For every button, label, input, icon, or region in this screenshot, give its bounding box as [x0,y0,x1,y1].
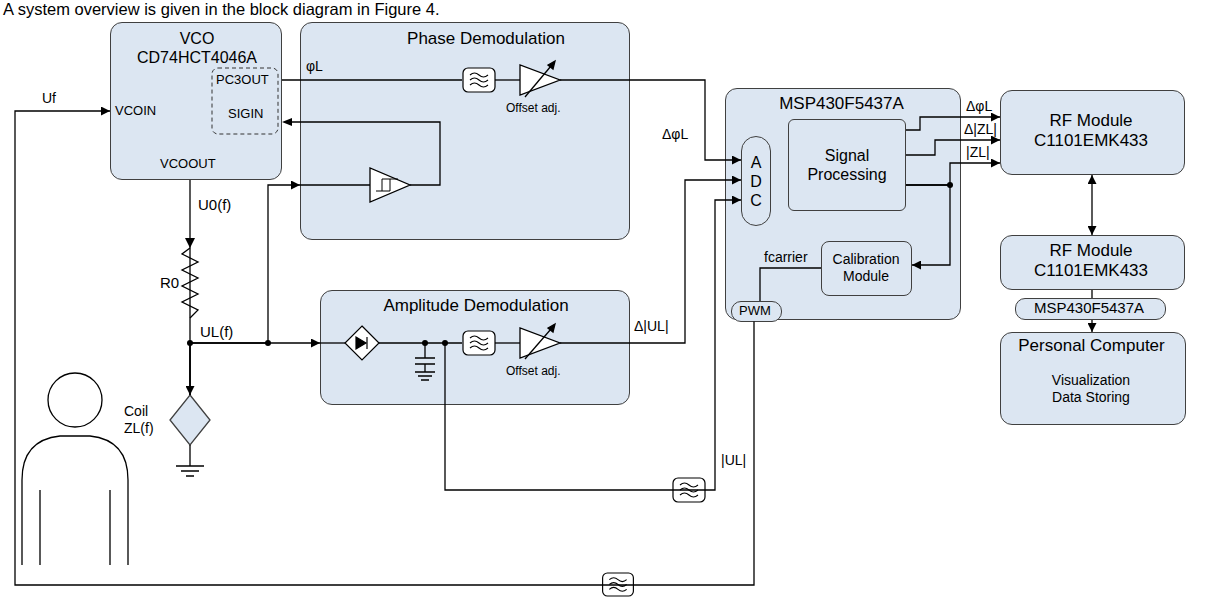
amplitude-signal-path [444,343,445,405]
pc-block: Personal ComputerVisualization Data Stor… [1000,332,1186,425]
signal-label: ΔφL [966,98,992,115]
signal-label: fcarrier [764,249,808,266]
person-figure [22,373,128,565]
amplifier-symbol [520,324,560,359]
filter-symbol [463,68,495,92]
node-heading: Calibration Module [824,251,908,285]
comparator-symbol [370,168,410,202]
coil-diamond [170,395,210,445]
comparator-symbol [376,179,398,191]
signal-connector [445,200,741,490]
phase-signal-path [282,79,462,80]
junction-dot [187,182,953,346]
rectifier-symbol [345,326,379,360]
signal-connector [906,163,1000,185]
pin-name: VCOIN [115,103,156,119]
pin-name: PC3OUT [216,72,269,88]
signal-name: UL(f) [200,323,233,341]
signal-connector [630,180,741,343]
person-figure [22,436,128,565]
rectifier-symbol [356,337,366,349]
caption-text: A system overview is given in the block … [3,0,440,20]
amplifier-symbol [548,324,555,332]
phase-signal-path [282,80,630,185]
node-heading: PWM [732,303,778,319]
amplifier-symbol [520,61,560,97]
node-heading: RF Module C1101EMK433 [1021,111,1161,152]
part-name: R0 [160,274,179,292]
rf-module: RF Module C1101EMK433 [1000,235,1185,290]
amplitude-signal-path [560,342,630,343]
phase-demodulator-block: Phase Demodulation [300,22,630,240]
node-heading: VCO CD74HCT4046A [127,29,267,67]
signal-label: ΔφL [662,126,688,143]
signal-connector [906,185,950,265]
signal-connector [760,268,821,301]
signal-connector [1091,290,1092,298]
amplifier-symbol [525,66,551,97]
node-heading: Phase Demodulation [386,29,586,49]
coil-sensor: Coil ZL(f) [170,395,210,445]
amplitude-signal-path [495,342,520,343]
node-heading: Coil ZL(f) [124,403,166,437]
node-heading: MSP430F5437A [726,94,957,114]
control-note: Offset adj. [506,101,560,115]
signal-name: φL [306,58,323,75]
signal-label: Uf [42,90,56,107]
signal-name: U0(f) [198,196,231,214]
signal-label: Δ|ZL| [964,121,997,138]
person-figure [48,373,102,427]
amplitude-signal-path [415,343,435,380]
amplitude-signal-path [320,342,345,343]
pin-name: SIGIN [228,106,263,122]
phase-signal-path [495,79,520,80]
junction-dot [422,340,428,346]
node-heading: Signal Processing [797,146,897,184]
pin-group-outline [212,68,278,134]
amplifier-symbol [525,329,551,359]
amplitude-signal-path [379,342,462,343]
pin-name: VCOOUT [160,156,216,172]
junction-dot [442,340,448,346]
phase-signal-path [290,122,440,185]
signal-processing-block: Signal Processing [788,119,906,211]
phase-signal-path [560,79,630,80]
amplifier-symbol [548,61,555,69]
rectifier-symbol [345,326,379,360]
node-heading: Amplitude Demodulation [341,296,611,316]
node-heading: Personal Computer [1001,336,1182,356]
node-heading: A D C [749,153,763,211]
amplifier-symbol [520,328,560,358]
microcontroller-pill: MSP430F5437A [1015,298,1166,320]
signal-connector [190,185,300,395]
rf-module: RF Module C1101EMK433 [1000,90,1185,175]
phase-signal-path [300,184,370,185]
signal-connector [630,80,741,160]
signal-connector [1091,320,1092,332]
calibration-block: Calibration Module [821,241,912,296]
node-heading: RF Module C1101EMK433 [1021,241,1161,282]
signal-connector [1091,175,1092,235]
adc-block: A D C [741,136,771,226]
signal-connector [190,343,320,395]
signal-label: |ZL| [966,144,990,161]
rectifier-symbol [366,337,367,349]
node-heading: MSP430F5437A [1016,299,1162,317]
signal-label: Δ|UL| [634,318,669,335]
control-note: Offset adj. [506,364,560,378]
coil-diamond [170,395,210,445]
node-body: Visualization Data Storing [1041,372,1141,406]
signal-label: |UL| [721,452,746,469]
signal-connector [15,111,754,585]
arrow-head [282,118,292,126]
pwm-block: PWM [731,301,782,322]
ground-symbol [176,445,204,476]
filter-symbol [463,331,495,355]
comparator-symbol [370,168,410,202]
